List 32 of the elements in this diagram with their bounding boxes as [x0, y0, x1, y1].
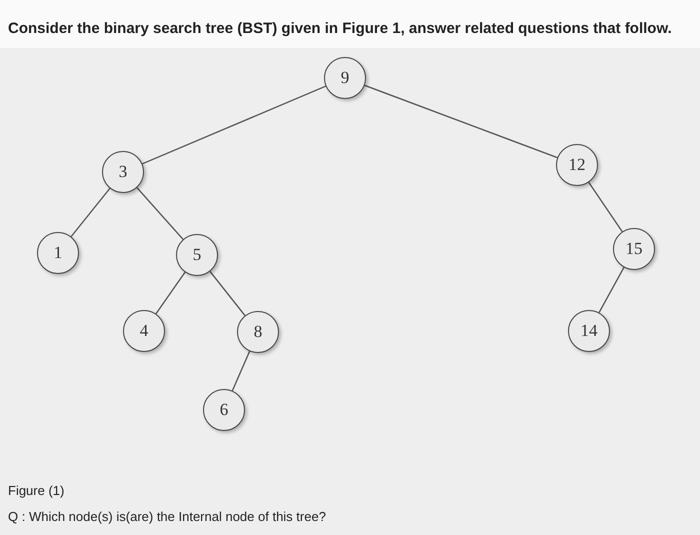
tree-node-circle	[37, 232, 79, 274]
node-value: 8	[254, 322, 262, 342]
node-value: 9	[340, 68, 350, 88]
figure-caption: Figure (1)	[8, 483, 64, 498]
tree-node-circle	[324, 57, 366, 99]
tree-node-circle	[237, 311, 279, 353]
tree-edge	[598, 267, 624, 313]
tree-node-circle	[568, 310, 610, 352]
tree-node-circle	[556, 144, 598, 186]
tree-node-circle	[203, 389, 245, 431]
tree-edge	[210, 271, 246, 316]
question-heading: Consider the binary search tree (BST) given in Figure 1, answer related questions that follow.	[8, 20, 672, 37]
tree-edge	[142, 86, 326, 164]
tree-node-circle	[176, 234, 218, 276]
tree-node-circle	[613, 228, 655, 270]
node-value: 3	[118, 162, 128, 182]
tree-node-circle	[102, 151, 144, 193]
question-text: Q : Which node(s) is(are) the Internal node of this tree?	[8, 509, 326, 524]
node-value: 4	[140, 321, 148, 341]
tree-edge	[155, 272, 186, 314]
node-value: 12	[568, 155, 586, 175]
node-value: 1	[54, 243, 62, 263]
node-value: 15	[626, 239, 642, 259]
tree-edge	[588, 182, 623, 232]
tree-edge	[70, 188, 110, 238]
tree-edge	[136, 187, 184, 240]
tree-edge	[232, 351, 250, 391]
tree-node-circle	[123, 310, 165, 352]
node-value: 14	[580, 321, 598, 341]
node-value: 6	[220, 400, 228, 420]
node-value: 5	[192, 245, 202, 265]
tree-edge	[364, 84, 558, 158]
